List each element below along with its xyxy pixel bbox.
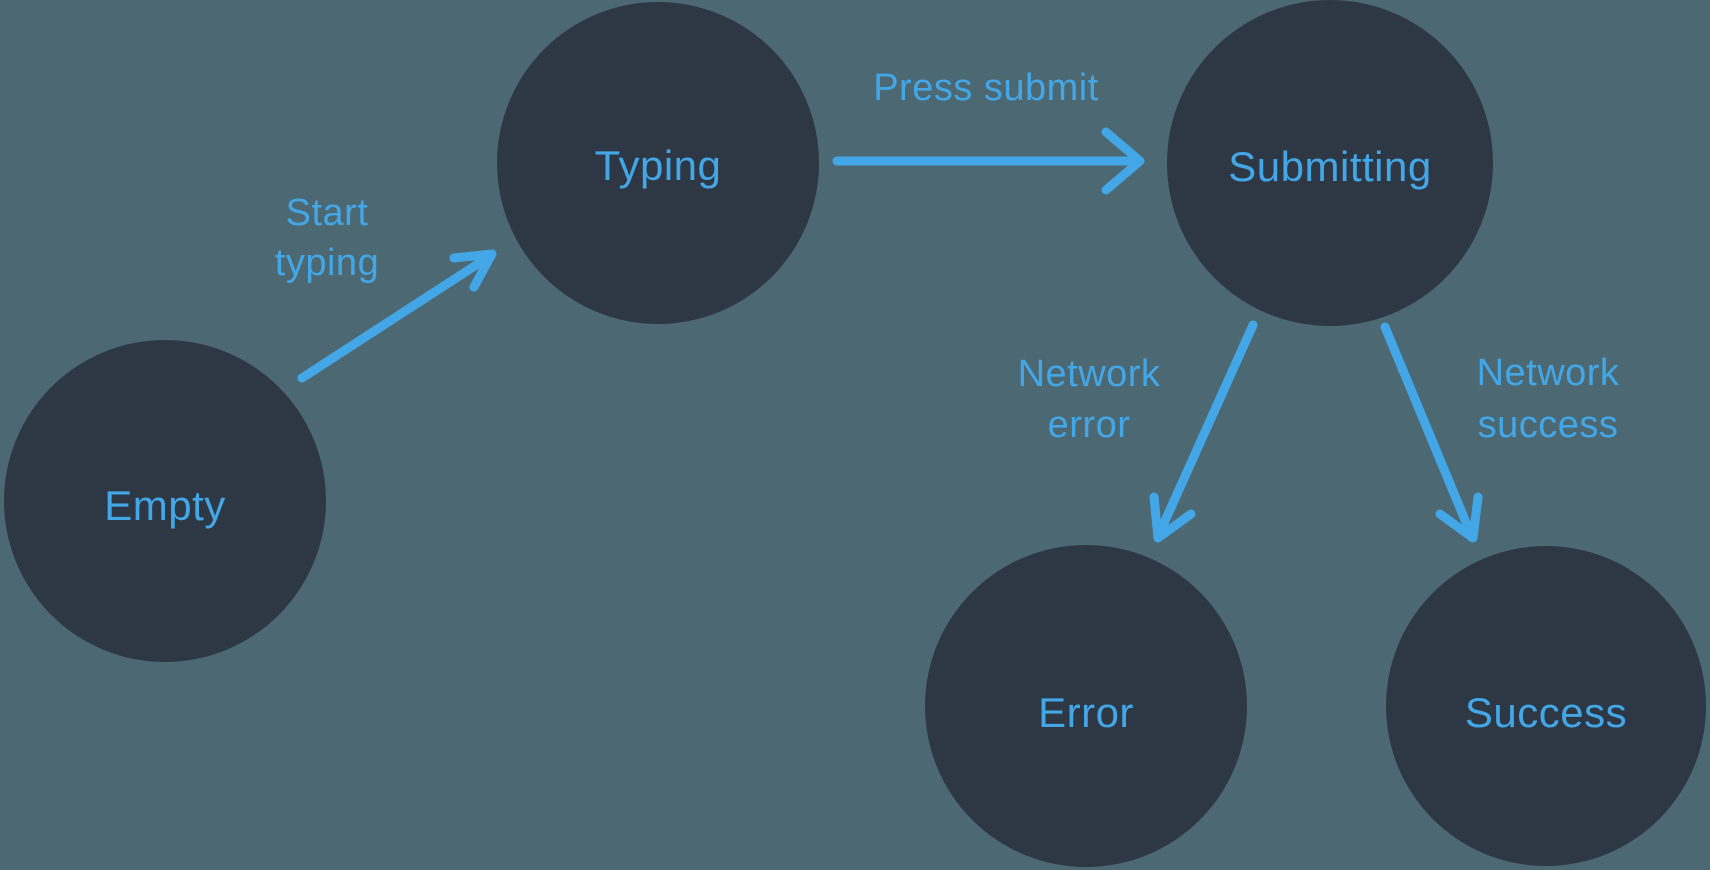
state-node-typing: Typing [497, 2, 819, 324]
state-node-submitting: Submitting [1167, 0, 1493, 326]
state-node-error: Error [925, 545, 1247, 867]
edge-empty-to-typing: Start typing [275, 192, 497, 383]
state-node-success-circle [1386, 546, 1706, 866]
state-node-submitting-circle [1167, 0, 1493, 326]
state-node-empty: Empty [4, 340, 326, 662]
edge-submitting-to-error-shaft [1155, 320, 1258, 537]
state-node-success: Success [1386, 546, 1706, 866]
state-node-empty-label: Empty [104, 482, 226, 529]
edge-empty-to-typing-shaft [297, 253, 492, 383]
edge-submitting-to-error: Network error [1018, 320, 1258, 543]
state-node-error-circle [925, 545, 1247, 867]
edge-empty-to-typing-label-line1: Start [286, 192, 369, 234]
state-node-empty-circle [4, 340, 326, 662]
edge-submitting-to-success-label-line2: success [1478, 404, 1619, 446]
edge-submitting-to-success-shaft [1380, 322, 1475, 537]
edge-empty-to-typing-arrowhead-icon [449, 249, 497, 292]
edge-submitting-to-success-label-line1: Network [1477, 352, 1620, 394]
state-node-error-label: Error [1038, 689, 1134, 736]
edge-typing-to-submitting-arrowhead-icon [1101, 127, 1145, 195]
state-node-typing-label: Typing [595, 142, 722, 189]
edge-typing-to-submitting: Press submit [832, 67, 1145, 195]
edge-submitting-to-error-arrowhead-icon [1149, 492, 1196, 543]
edge-typing-to-submitting-label: Press submit [873, 67, 1099, 109]
state-node-submitting-label: Submitting [1228, 143, 1431, 190]
edge-empty-to-typing-label-line2: typing [275, 242, 379, 284]
edge-submitting-to-success-arrowhead-icon [1435, 492, 1483, 543]
state-node-success-label: Success [1465, 689, 1627, 736]
edge-submitting-to-error-label-line2: error [1048, 404, 1131, 446]
edge-submitting-to-error-label-line1: Network [1018, 353, 1161, 395]
edge-submitting-to-success: Network success [1380, 322, 1620, 543]
state-node-typing-circle [497, 2, 819, 324]
